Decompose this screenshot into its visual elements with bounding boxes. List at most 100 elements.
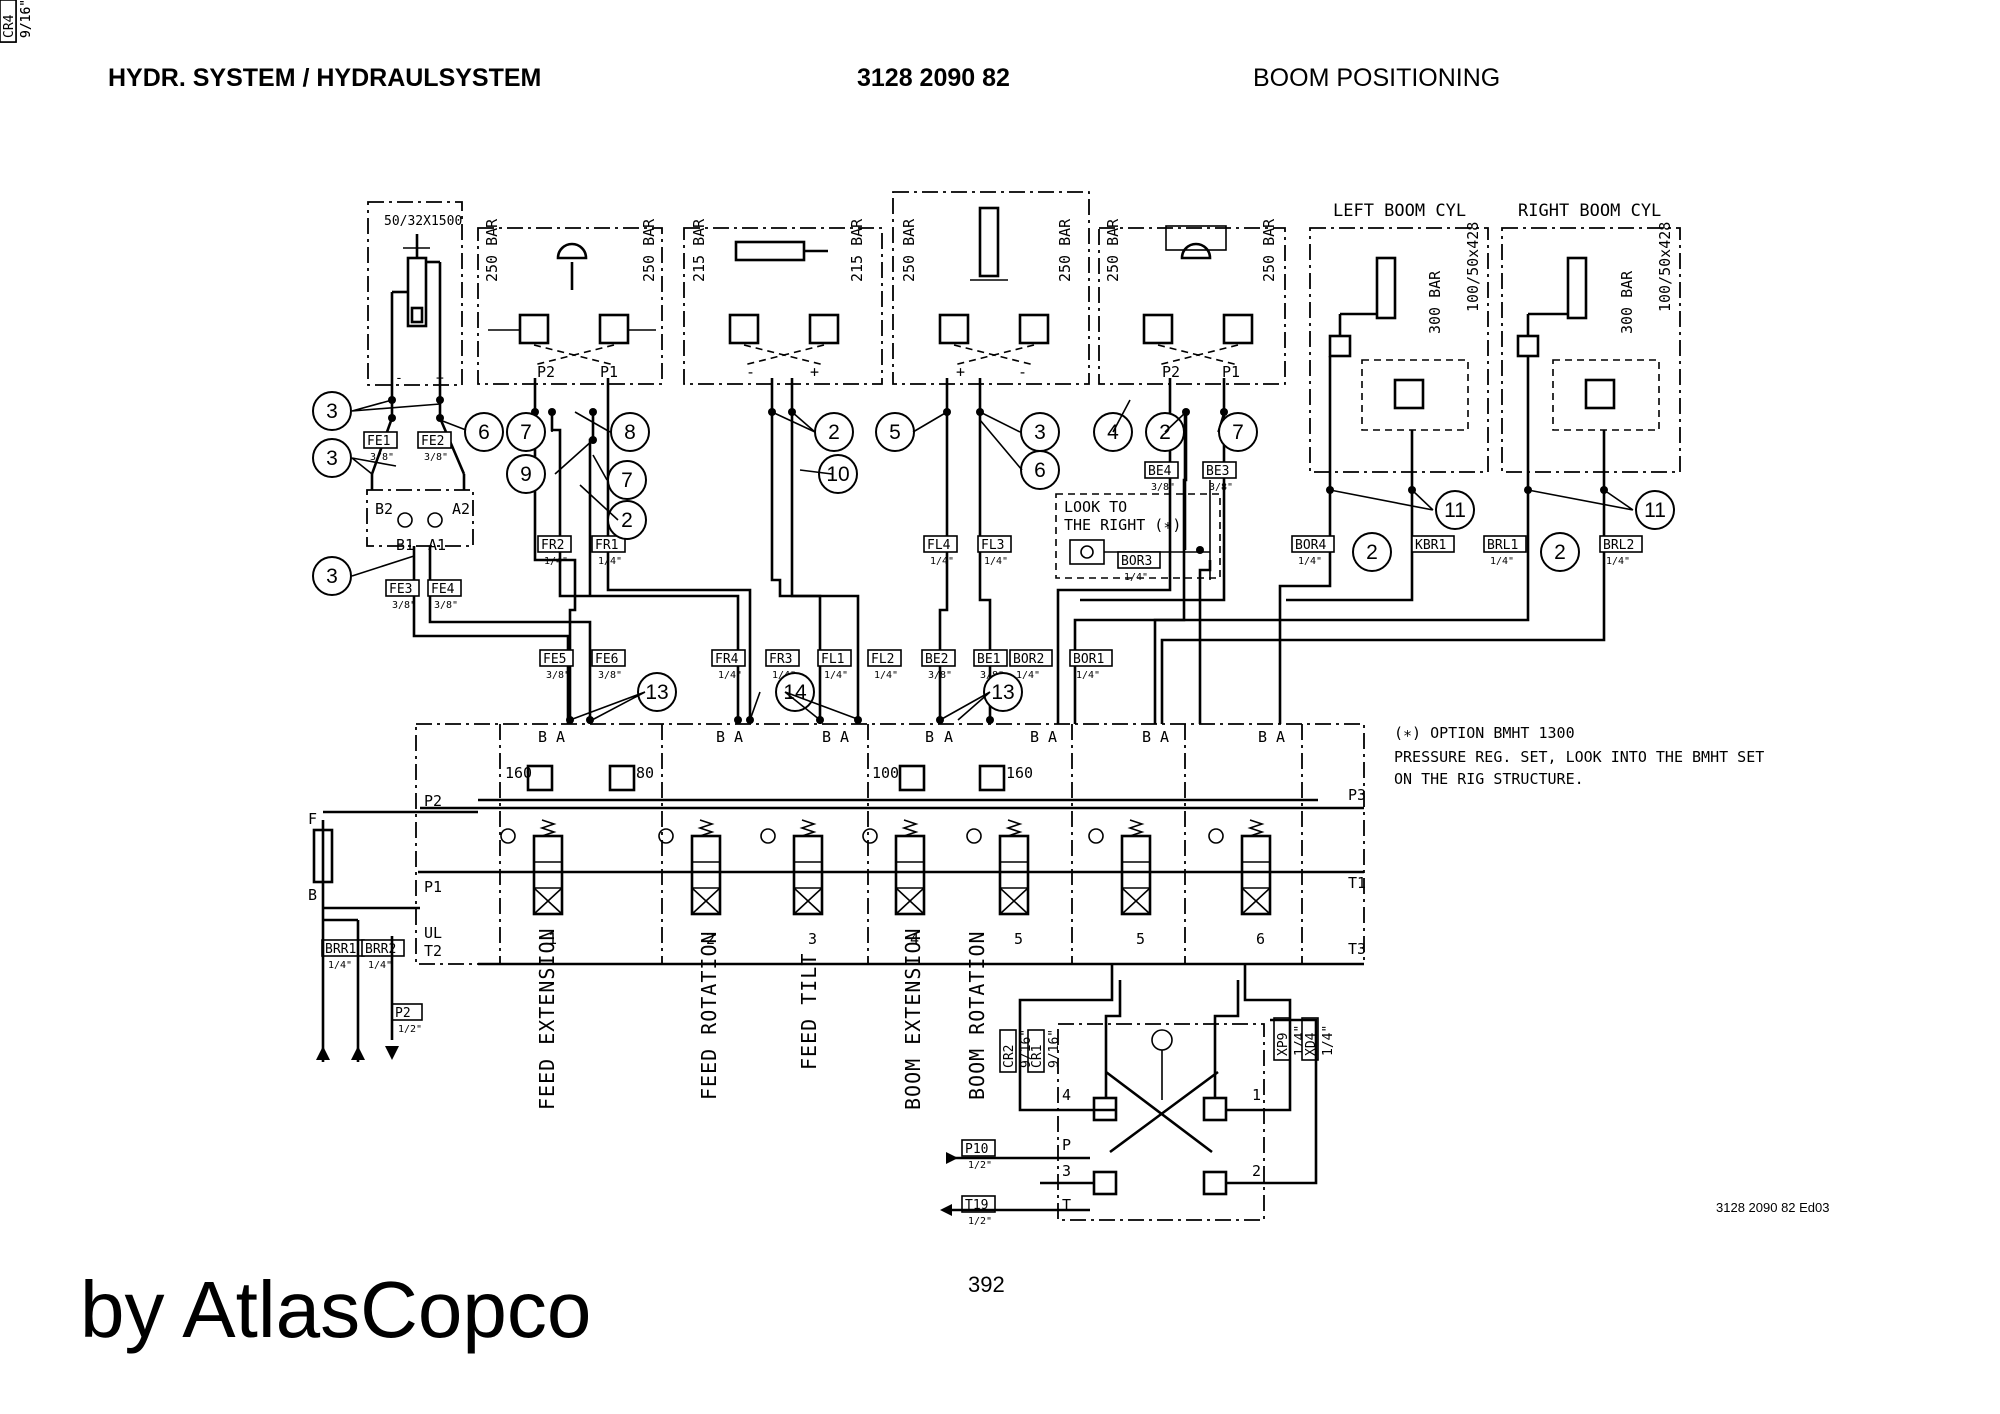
- boom-extension-pressure-b: 250 BAR: [1056, 218, 1074, 282]
- hose-tag-name: FE3: [389, 582, 412, 597]
- hose-tag-size: 1/4": [598, 556, 622, 567]
- callout-2: 2: [814, 412, 854, 452]
- hose-tag-size: 3/8": [928, 670, 952, 681]
- hose-tag-size: 3/8": [392, 600, 416, 611]
- callout-10: 10: [818, 454, 858, 494]
- sec1-port-a: A: [556, 728, 565, 746]
- callout-7: 7: [1218, 412, 1258, 452]
- svg-text:-: -: [1018, 363, 1027, 381]
- hose-tag-name: KBR1: [1415, 538, 1446, 553]
- callout-5: 5: [875, 412, 915, 452]
- hose-tag-size: 1/4": [1298, 556, 1322, 567]
- hose-tag-name: BE2: [925, 652, 948, 667]
- port-b-left: B: [308, 886, 317, 904]
- pilot-joystick-block: 4 1 3 2 P T: [940, 964, 1318, 1221]
- bank-port-p1: P1: [424, 878, 442, 896]
- hose-tag-name: BOR2: [1013, 652, 1044, 667]
- label-boom-extension: BOOM EXTENSION: [901, 927, 925, 1110]
- spool-valve: [862, 819, 926, 916]
- hose-tag-size: 1/2": [968, 1160, 992, 1171]
- hose-tag-size: 9/16": [19, 0, 34, 38]
- document-number: 3128 2090 82: [857, 64, 1010, 92]
- header-title: HYDR. SYSTEM / HYDRAULSYSTEM: [108, 64, 542, 92]
- port-f: F: [308, 810, 317, 828]
- sec6-port-b: B: [1142, 728, 1151, 746]
- callout-number: 7: [1232, 421, 1244, 444]
- callout-7: 7: [506, 412, 546, 452]
- callout-number: 7: [520, 421, 532, 444]
- callout-7: 7: [607, 460, 647, 500]
- port-a1: A1: [428, 536, 446, 554]
- hose-tag-bor2: BOR2 1/4": [1009, 649, 1053, 681]
- hose-tag-name: CR2: [1002, 1045, 1017, 1068]
- callout-number: 3: [326, 447, 338, 470]
- hose-tag-size: 1/4": [874, 670, 898, 681]
- bank-port-t2: T2: [424, 942, 442, 960]
- feed-extension-cylinder: 50/32X1500 - +: [367, 201, 463, 400]
- hose-tag-size: 3/8": [1209, 482, 1233, 493]
- boom-extension-module: 250 BAR 250 BAR + -: [892, 191, 1090, 412]
- spool-valves: [500, 819, 1272, 916]
- hose-tag-size: 1/4": [824, 670, 848, 681]
- bank-port-ul: UL: [424, 924, 442, 942]
- callout-number: 8: [624, 421, 636, 444]
- hose-tag-name: CR4: [2, 14, 17, 38]
- sec7-port-a: A: [1276, 728, 1285, 746]
- hose-tag-name: FE5: [543, 652, 566, 667]
- spool-valve: [658, 819, 722, 916]
- feed-tilt-module: 215 BAR 215 BAR - +: [683, 218, 883, 412]
- hose-tag-name: BOR1: [1073, 652, 1104, 667]
- supply-lines: F B: [308, 810, 478, 1062]
- hose-tag-fe3: FE3 3/8": [385, 579, 420, 611]
- hose-tag-size: 1/4": [544, 556, 568, 567]
- pilot-port-1: 1: [1252, 1086, 1261, 1104]
- callout-number: 11: [1644, 499, 1666, 522]
- callout-13: 13: [637, 672, 677, 712]
- section-number-4: 4: [910, 930, 919, 948]
- hose-tag-size: 1/4": [1016, 670, 1040, 681]
- svg-text:+: +: [436, 371, 444, 386]
- valve-bank: A B B A B A B A B A B A B A 160 80 100 1…: [415, 723, 1366, 966]
- hose-tag-name: P2: [395, 1006, 411, 1021]
- look-to-the-right-box: LOOK TO THE RIGHT (∗): [1055, 480, 1221, 580]
- bank-port-p2: P2: [424, 792, 442, 810]
- hose-tag-size: 3/8": [370, 452, 394, 463]
- hose-tag-name: FL2: [871, 652, 894, 667]
- note-line-3: ON THE RIG STRUCTURE.: [1394, 770, 1584, 788]
- spool-valve: [760, 819, 824, 916]
- hose-tag-size: 3/8": [1151, 482, 1175, 493]
- port-b1: B1: [396, 536, 414, 554]
- callout-number: 6: [1034, 459, 1046, 482]
- feed-tilt-pressure-b: 215 BAR: [848, 218, 866, 282]
- note-line-1: (∗) OPTION BMHT 1300: [1394, 724, 1575, 742]
- callout-8: 8: [610, 412, 650, 452]
- port-a2: A2: [452, 500, 470, 518]
- section-number-1: 1: [548, 930, 557, 948]
- bank-port-p3: P3: [1348, 786, 1366, 804]
- hose-tag-name: FL3: [981, 538, 1004, 553]
- look-right-line-1: LOOK TO: [1064, 498, 1127, 516]
- pilot-port-3: 3: [1062, 1162, 1071, 1180]
- port-p1-label: P1: [600, 363, 618, 381]
- sec2-port-a: A: [734, 728, 743, 746]
- callout-number: 9: [520, 463, 532, 486]
- right-cyl-size: 100/50x428: [1656, 222, 1674, 312]
- callout-number: 13: [991, 681, 1014, 704]
- hose-tag-name: BRL1: [1487, 538, 1518, 553]
- hose-tags: FE13/8"FE23/8"FE33/8"FE43/8"FE53/8"FE63/…: [0, 0, 1643, 1227]
- spool-valve: [1208, 819, 1272, 916]
- hose-tag-name: BRL2: [1603, 538, 1634, 553]
- callout-number: 3: [1034, 421, 1046, 444]
- hose-tag-be2: BE2 3/8": [921, 649, 956, 681]
